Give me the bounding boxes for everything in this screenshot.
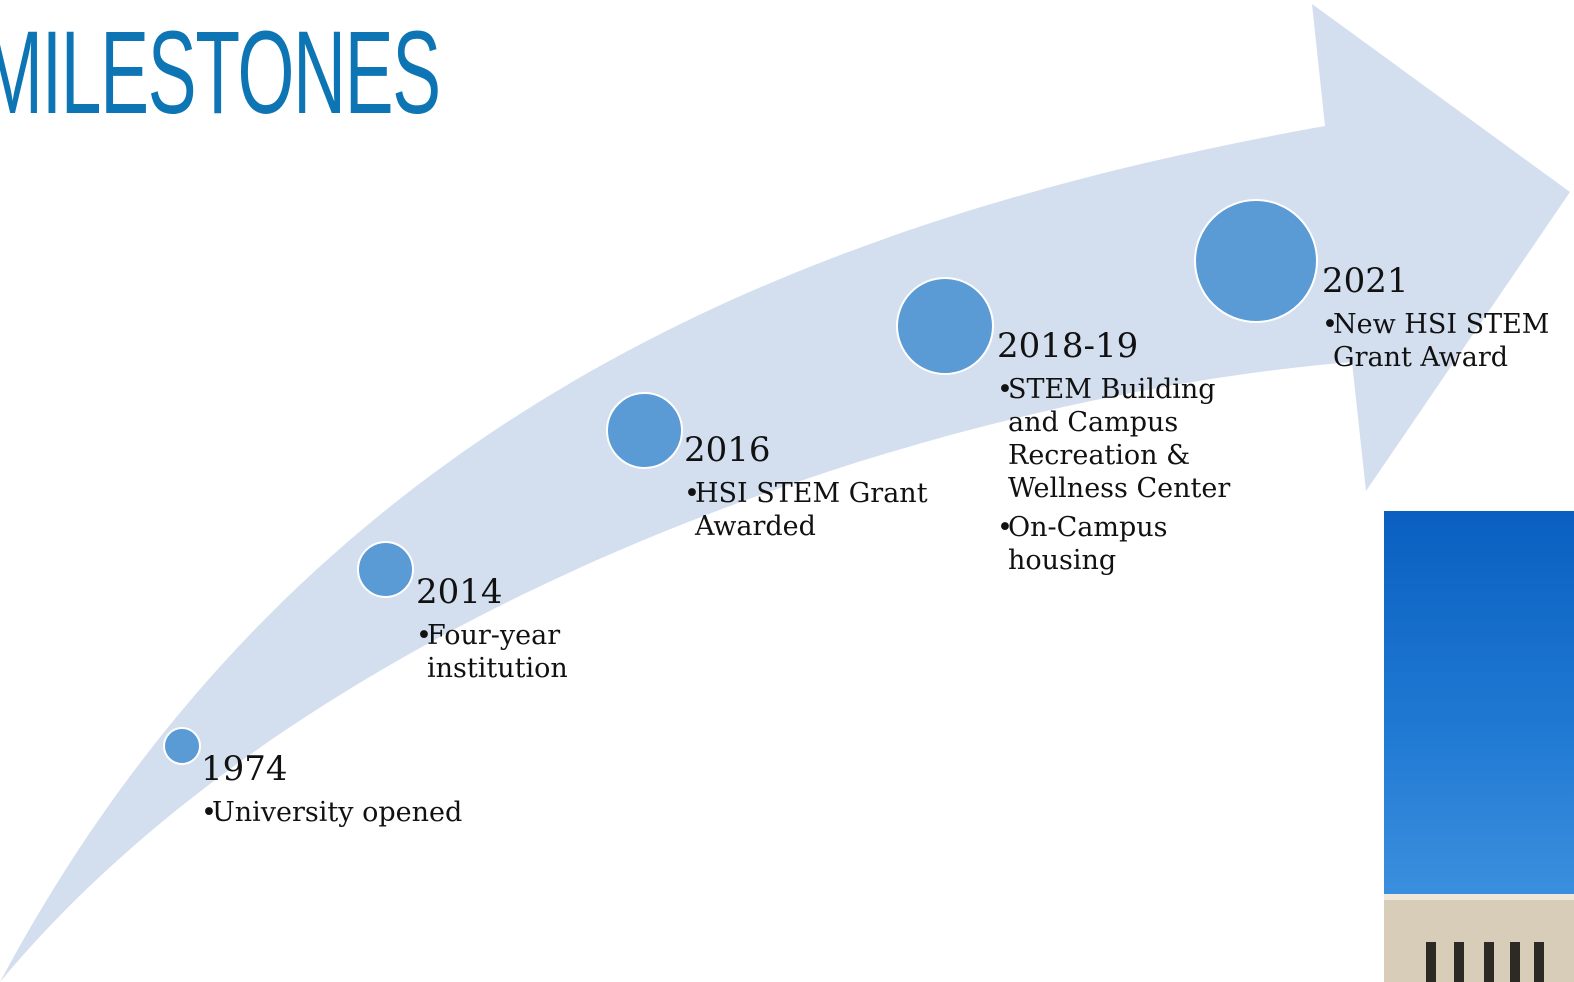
- photo-window: [1534, 942, 1544, 982]
- page-title: MILESTONES: [0, 7, 441, 139]
- milestone-year: 2018-19: [997, 326, 1139, 366]
- timeline-arrow-shape: [0, 4, 1570, 982]
- milestone-2014: 2014 •Four-year institution: [416, 575, 597, 685]
- milestone-year: 2016: [684, 430, 771, 470]
- bullet-mark: •: [201, 797, 217, 828]
- photo-window: [1454, 942, 1464, 982]
- milestone-bullets: •STEM Building and Campus Recreation & W…: [997, 373, 1268, 577]
- campus-photo: [1384, 511, 1574, 982]
- milestone-2021: 2021 •New HSI STEM Grant Award: [1322, 264, 1573, 374]
- milestone-dot-2014: [357, 541, 414, 598]
- milestone-bullets: •Four-year institution: [416, 619, 597, 685]
- milestone-dot-2018-19: [896, 277, 994, 375]
- photo-building: [1384, 894, 1574, 982]
- bullet-mark: •: [1322, 309, 1338, 340]
- milestone-year: 2021: [1322, 261, 1409, 301]
- photo-window: [1426, 942, 1436, 982]
- milestone-2018-19: 2018-19 •STEM Building and Campus Recrea…: [997, 329, 1268, 577]
- milestone-bullet: •University opened: [201, 797, 463, 828]
- milestone-dot-2016: [606, 392, 683, 469]
- milestone-dot-1974: [163, 727, 201, 765]
- photo-window: [1510, 942, 1520, 982]
- milestone-bullet: •Four-year institution: [416, 620, 568, 684]
- milestone-bullets: •New HSI STEM Grant Award: [1322, 308, 1573, 374]
- milestone-1974: 1974 •University opened: [201, 752, 462, 829]
- bullet-mark: •: [997, 512, 1013, 543]
- milestone-dot-2021: [1194, 199, 1318, 323]
- milestone-bullet: •HSI STEM Grant Awarded: [684, 478, 928, 542]
- bullet-mark: •: [416, 620, 432, 651]
- milestone-year: 2014: [416, 572, 503, 612]
- milestone-year: 1974: [201, 749, 288, 789]
- milestone-bullets: •HSI STEM Grant Awarded: [684, 477, 955, 543]
- milestone-bullet: •New HSI STEM Grant Award: [1322, 309, 1550, 373]
- bullet-mark: •: [997, 374, 1013, 405]
- milestone-bullets: •University opened: [201, 796, 462, 829]
- milestone-bullet: •On-Campus housing: [997, 512, 1168, 576]
- milestone-2016: 2016 •HSI STEM Grant Awarded: [684, 433, 955, 543]
- photo-window: [1484, 942, 1494, 982]
- bullet-mark: •: [684, 478, 700, 509]
- milestone-bullet: •STEM Building and Campus Recreation & W…: [997, 374, 1231, 504]
